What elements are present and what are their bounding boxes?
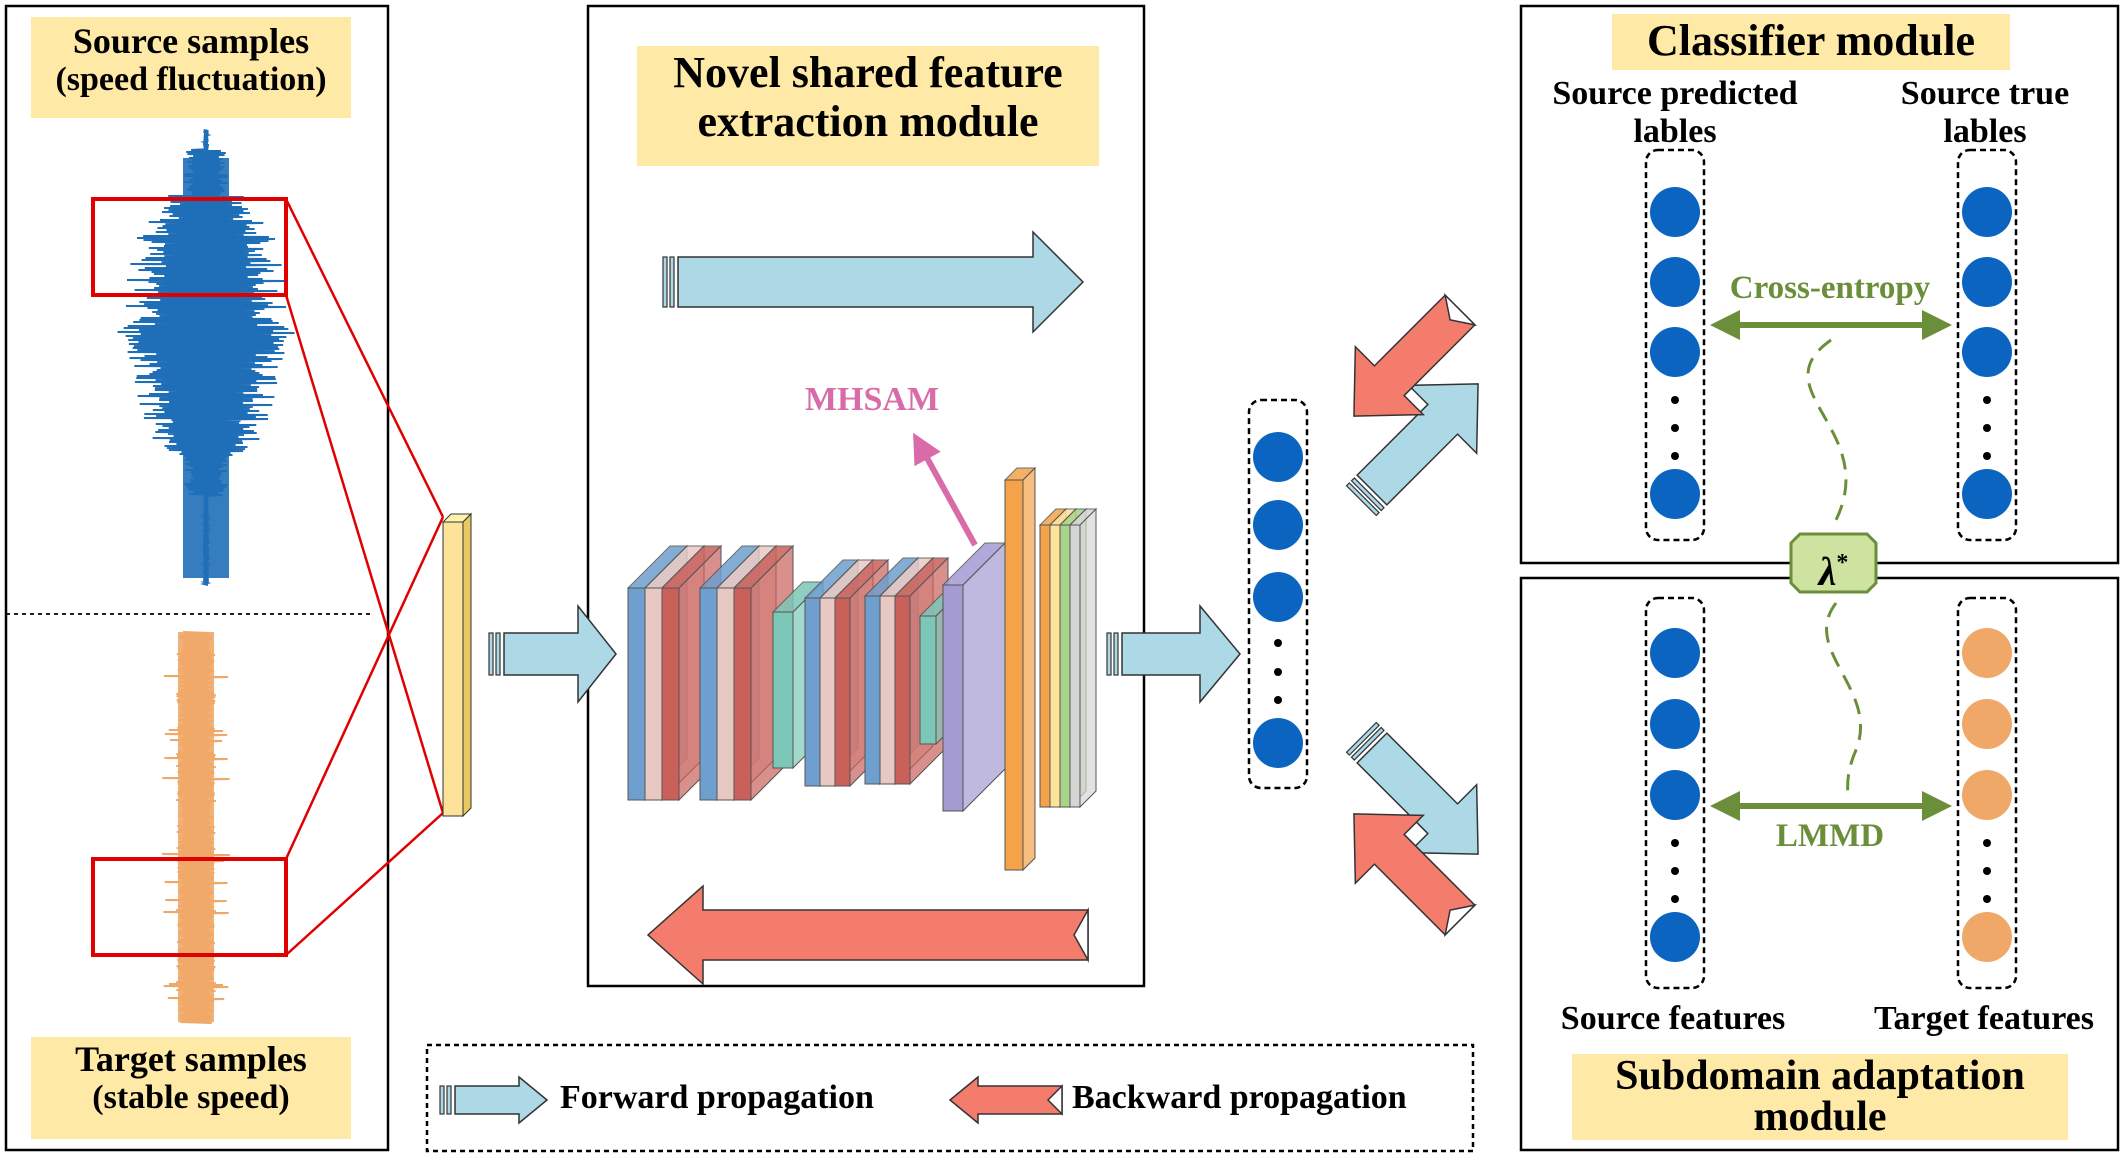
backward-arrow-from-classifier [1353, 292, 1478, 417]
feature-node [1253, 572, 1303, 622]
forward-arrow-to-adaptation [1345, 721, 1479, 855]
feature-node [1253, 432, 1303, 482]
conv-slab [941, 541, 1007, 813]
backward-arrow-from-adaptation [1353, 813, 1478, 938]
source-crop-box [91, 197, 288, 297]
conv-slab [1003, 466, 1037, 872]
lmmd-label: LMMD [1775, 818, 1885, 854]
forward-arrow-top [662, 230, 1085, 334]
forward-arrow-to-classifier [1345, 383, 1479, 517]
target-crop-box [91, 857, 288, 957]
conv-layer-stack [626, 466, 1098, 872]
lambda-symbol: λ* [1818, 548, 1849, 594]
target-samples-title: Target samples (stable speed) [31, 1037, 351, 1139]
lambda-link-curve [1806, 338, 1863, 801]
source-features-heading: Source features [1560, 1000, 1786, 1037]
zoom-lines [284, 198, 445, 956]
feature-node [1253, 500, 1303, 550]
legend-box [425, 1043, 1475, 1153]
backward-arrow-bottom [646, 884, 1089, 986]
attention-pointer-arrow [913, 432, 978, 547]
legend-backward-arrow [948, 1075, 1063, 1125]
conv-slab [1068, 507, 1098, 809]
forward-arrow-input [488, 603, 617, 705]
source-signal-waveform [117, 129, 295, 586]
predicted-labels-heading: Source predicted lables [1552, 75, 1798, 151]
target-features-heading: Target features [1873, 1000, 2094, 1037]
samples-panel [4, 4, 390, 1152]
source-feature-column [1644, 596, 1706, 990]
feature-node [1253, 718, 1303, 768]
true-labels-heading: Source true lables [1900, 75, 2070, 151]
legend-backward-label: Backward propagation [1072, 1079, 1407, 1116]
legend-forward-arrow [439, 1075, 549, 1125]
cross-entropy-label: Cross-entropy [1729, 270, 1931, 306]
adaptation-module-title: Subdomain adaptation module [1572, 1054, 2068, 1140]
target-signal-waveform [162, 631, 230, 1024]
feature-vector [1247, 398, 1309, 790]
target-feature-column [1956, 596, 2018, 990]
source-samples-title: Source samples (speed fluctuation) [31, 17, 351, 118]
feature-module-title: Novel shared feature extraction module [637, 46, 1099, 166]
mhsam-label: MHSAM [804, 381, 940, 418]
forward-arrow-output [1106, 603, 1241, 705]
input-slice [441, 512, 473, 818]
legend-forward-label: Forward propagation [560, 1079, 874, 1116]
true-label-column [1956, 148, 2018, 542]
lambda-badge [1789, 532, 1878, 594]
classifier-module-title: Classifier module [1612, 14, 2010, 70]
feature-extraction-box [586, 4, 1146, 988]
predicted-label-column [1644, 148, 1706, 542]
